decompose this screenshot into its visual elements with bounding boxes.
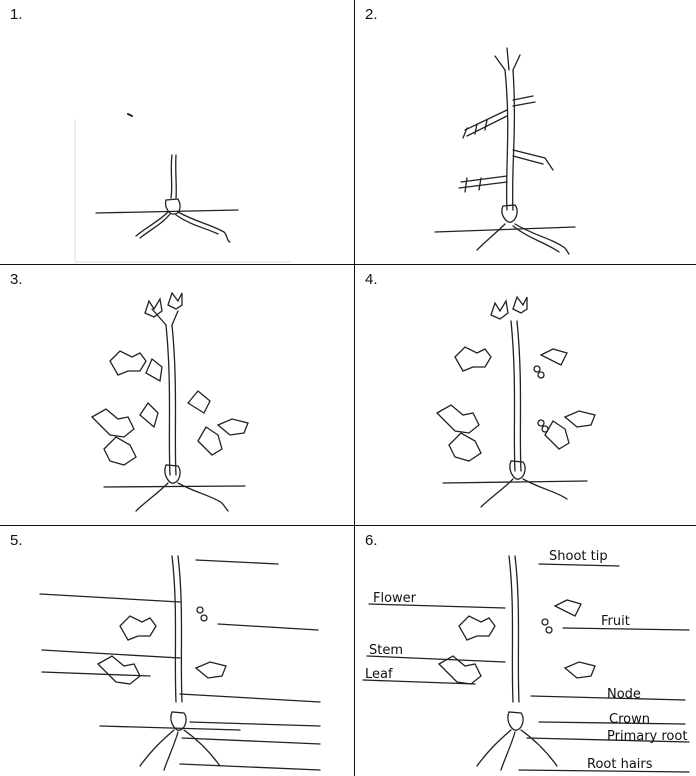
panel-6: 6. Shoot tip (355, 526, 696, 776)
label-stem: Stem (369, 643, 403, 658)
panel-3: 3. (0, 265, 354, 525)
leafy-plant-drawing (0, 265, 354, 525)
label-leaf: Leaf (365, 667, 393, 682)
label-shoot-tip: Shoot tip (549, 549, 608, 564)
label-fruit: Fruit (601, 614, 630, 629)
panel-2: 2. (355, 0, 696, 264)
label-flower: Flower (373, 591, 417, 606)
label-primary-root: Primary root (607, 729, 687, 744)
panel-5: 5. (0, 526, 354, 776)
panel-4: 4. (355, 265, 696, 525)
label-root-hairs: Root hairs (587, 757, 653, 772)
blank-label-diagram (0, 526, 354, 776)
label-crown: Crown (609, 712, 650, 727)
labeled-plant-diagram: Shoot tip Flower Fruit Stem Leaf Node Cr… (355, 526, 696, 776)
seedling-drawing (0, 0, 354, 264)
young-shoot-drawing (355, 0, 696, 264)
label-node: Node (607, 687, 641, 702)
flowering-plant-drawing (355, 265, 696, 525)
panel-1: 1. (0, 0, 354, 264)
